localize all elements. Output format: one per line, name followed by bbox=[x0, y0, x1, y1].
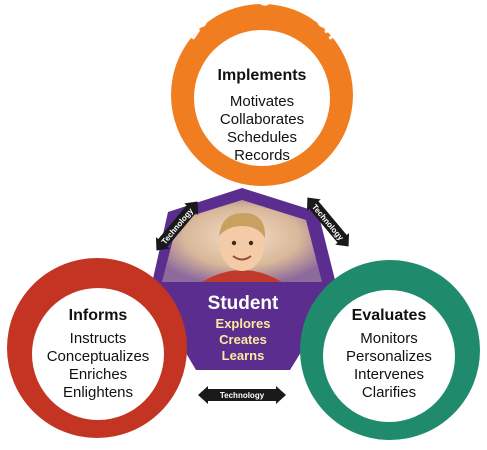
student-photo bbox=[202, 212, 282, 282]
learning-coach-role: Implements bbox=[218, 67, 307, 84]
student-panel: Student Explores Creates Learns bbox=[150, 188, 338, 370]
teacher-ring-inner bbox=[323, 290, 455, 422]
double-arrow-icon bbox=[306, 197, 350, 247]
student-item: Creates bbox=[219, 332, 267, 347]
curriculum-role: Informs bbox=[69, 307, 128, 324]
curriculum-item: Instructs bbox=[70, 330, 127, 347]
double-arrow-icon bbox=[198, 386, 286, 404]
student-item: Explores bbox=[216, 316, 271, 331]
learning-coach-item: Records bbox=[234, 147, 290, 164]
teacher-item: Personalizes bbox=[346, 348, 432, 365]
learning-coach-item: Motivates bbox=[230, 93, 294, 110]
learning-coach-item: Collaborates bbox=[220, 111, 304, 128]
teacher-role: Evaluates bbox=[352, 307, 427, 324]
teacher-item: Clarifies bbox=[362, 384, 416, 401]
learning-coach-ring: Learning Coach Implements Motivates Coll… bbox=[171, 0, 353, 186]
teacher-ring: Teacher Evaluates Monitors Personalizes … bbox=[300, 236, 480, 440]
teacher-item: Intervenes bbox=[354, 366, 424, 383]
technology-label: Technology bbox=[220, 391, 265, 400]
student-item: Learns bbox=[222, 348, 265, 363]
technology-connector-bottom: Technology bbox=[198, 386, 286, 404]
teacher-item: Monitors bbox=[360, 330, 418, 347]
learning-coach-ring-inner bbox=[194, 30, 330, 166]
curriculum-ring-inner bbox=[32, 288, 164, 420]
curriculum-item: Enriches bbox=[69, 366, 127, 383]
learning-coach-item: Schedules bbox=[227, 129, 297, 146]
double-arrow-icon bbox=[155, 201, 199, 251]
curriculum-item: Enlightens bbox=[63, 384, 133, 401]
student-title: Student bbox=[208, 293, 279, 314]
curriculum-item: Conceptualizes bbox=[47, 348, 150, 365]
